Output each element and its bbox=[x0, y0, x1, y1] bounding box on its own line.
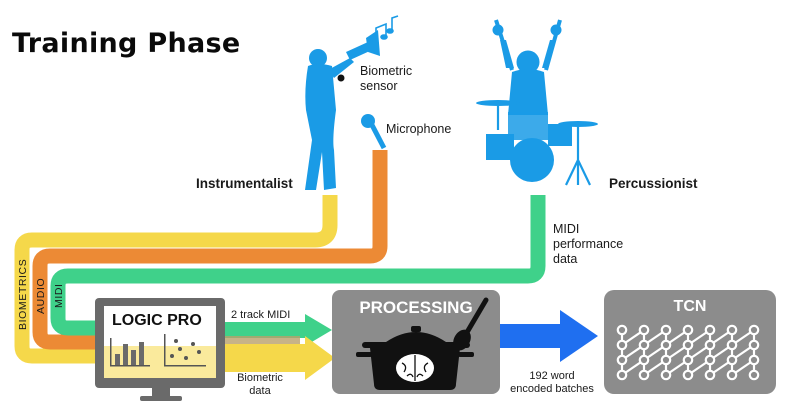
nn-node bbox=[682, 339, 694, 351]
tcn-title: TCN bbox=[673, 298, 707, 315]
nn-node bbox=[748, 324, 760, 336]
nn-node bbox=[638, 339, 650, 351]
nn-node bbox=[616, 339, 628, 351]
processing-title: PROCESSING bbox=[359, 298, 473, 317]
nn-node bbox=[660, 324, 672, 336]
nn-node bbox=[660, 339, 672, 351]
microphone-icon bbox=[361, 114, 387, 150]
nn-node bbox=[616, 324, 628, 336]
midi-performance-label: MIDI performance data bbox=[553, 222, 624, 266]
brain-icon bbox=[396, 354, 434, 382]
midi-stream bbox=[50, 195, 546, 336]
nn-node bbox=[616, 354, 628, 366]
spoon-icon bbox=[453, 297, 489, 351]
neural-net-icon bbox=[616, 324, 760, 381]
nn-node bbox=[682, 369, 694, 381]
nn-node bbox=[638, 369, 650, 381]
logic-pro-title: LOGIC PRO bbox=[112, 312, 202, 329]
audio-stream bbox=[32, 150, 388, 350]
percussionist-label: Percussionist bbox=[609, 176, 698, 191]
biometric-sensor-icon bbox=[337, 74, 345, 82]
nn-node bbox=[660, 354, 672, 366]
audio-label: AUDIO bbox=[35, 277, 47, 314]
nn-node bbox=[660, 369, 672, 381]
drummer-icon bbox=[476, 19, 598, 186]
biometrics-stream bbox=[14, 195, 338, 364]
nn-node bbox=[726, 339, 738, 351]
microphone-label: Microphone bbox=[386, 122, 452, 136]
nn-node bbox=[704, 354, 716, 366]
biometric-data-label: Biometric data bbox=[237, 372, 283, 397]
nn-node bbox=[704, 369, 716, 381]
music-notes-icon bbox=[370, 15, 399, 44]
nn-node bbox=[748, 354, 760, 366]
instrumentalist-label: Instrumentalist bbox=[196, 176, 293, 191]
nn-node bbox=[704, 339, 716, 351]
biometric-sensor-label: Biometric sensor bbox=[360, 64, 413, 93]
nn-node bbox=[638, 354, 650, 366]
two-track-midi-label: 2 track MIDI bbox=[231, 309, 291, 321]
nn-node bbox=[726, 324, 738, 336]
nn-node bbox=[638, 324, 650, 336]
biometrics-label: BIOMETRICS bbox=[17, 258, 29, 330]
midi-label: MIDI bbox=[53, 283, 65, 308]
nn-node bbox=[704, 324, 716, 336]
trumpet-player-icon bbox=[305, 30, 380, 190]
batches-label: 192 word encoded batches bbox=[510, 370, 594, 395]
midi-blend bbox=[210, 336, 300, 344]
nn-node bbox=[682, 354, 694, 366]
monitor-icon bbox=[95, 298, 225, 401]
biometric-arrow bbox=[210, 336, 335, 380]
nn-node bbox=[748, 369, 760, 381]
nn-node bbox=[748, 339, 760, 351]
batches-arrow bbox=[500, 310, 598, 362]
nn-node bbox=[726, 369, 738, 381]
nn-node bbox=[616, 369, 628, 381]
nn-node bbox=[726, 354, 738, 366]
page-title: Training Phase bbox=[12, 28, 241, 59]
nn-node bbox=[682, 324, 694, 336]
